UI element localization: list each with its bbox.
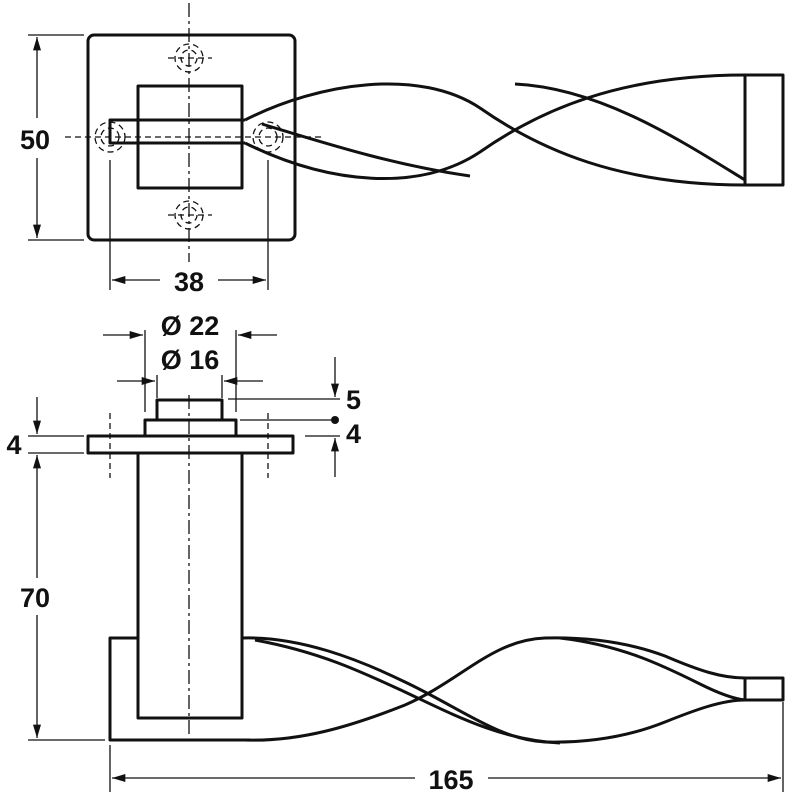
screw-hole-top [168, 43, 212, 73]
dim-165-label: 165 [428, 765, 473, 795]
shaft [136, 451, 244, 720]
twisted-lever-side [241, 636, 785, 745]
dim-4-rose-label: 4 [6, 430, 21, 460]
side-view: Ø 22 Ø 16 5 4 4 70 165 [6, 311, 785, 795]
dim-4-step-label: 4 [346, 419, 361, 449]
lever-neck [108, 118, 245, 145]
dim-50-label: 50 [20, 125, 50, 155]
dim-70-label: 70 [20, 583, 50, 613]
top-view: 50 38 [20, 3, 785, 297]
lever-hub [108, 636, 250, 742]
boss-step [143, 418, 238, 438]
twisted-lever-top [244, 73, 785, 187]
datum-dot [331, 416, 339, 424]
screw-hole-bottom [168, 200, 212, 230]
rose-flange [86, 434, 295, 455]
dim-diameter-16-label: Ø 16 [161, 345, 220, 375]
dim-38-label: 38 [174, 267, 204, 297]
dim-5-label: 5 [346, 385, 361, 415]
dim-diameter-22-label: Ø 22 [161, 311, 220, 341]
